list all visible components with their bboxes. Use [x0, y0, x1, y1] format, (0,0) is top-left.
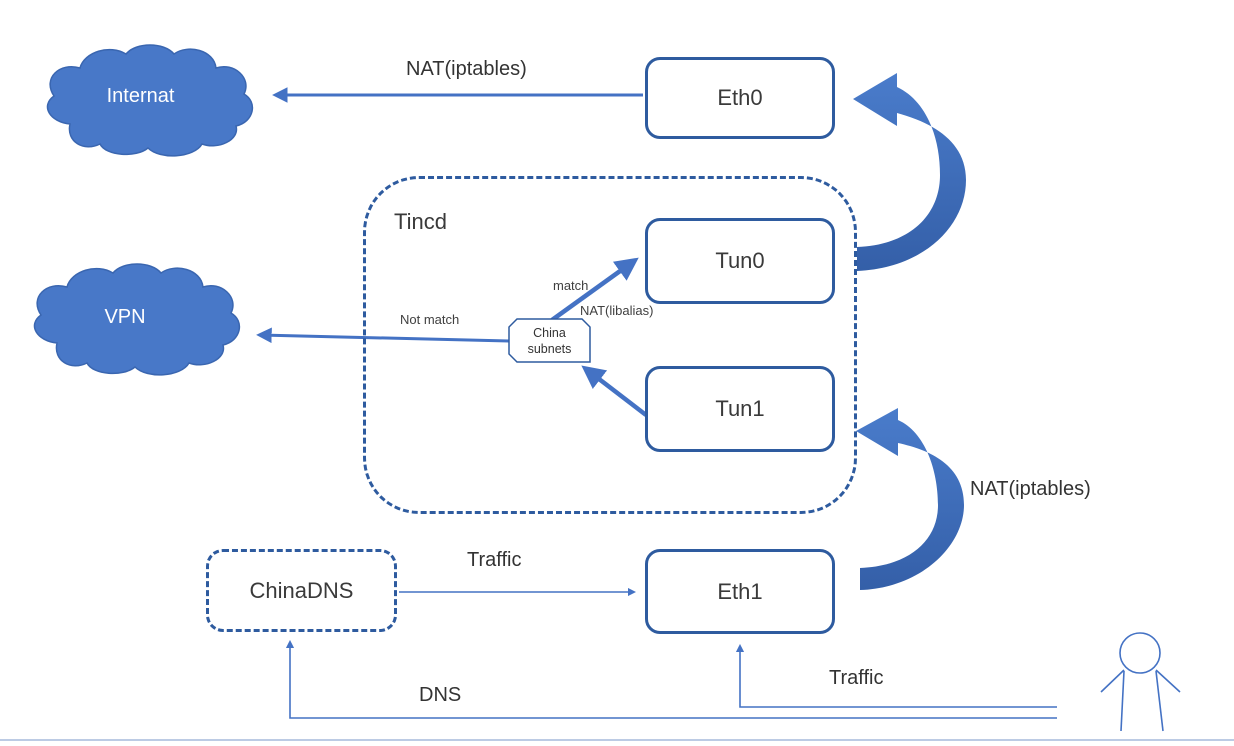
- edge-dns-to-chinadns: [285, 639, 1057, 719]
- node-eth0-label: Eth0: [717, 85, 763, 110]
- internet-cloud-label: Internat: [106, 85, 175, 107]
- node-eth0: Eth0: [645, 57, 835, 139]
- edge-chinasubnets-to-tun0: [550, 257, 639, 322]
- curved-arrow-eth1-to-tun1: [856, 408, 964, 590]
- vpn-cloud-label: VPN: [104, 306, 146, 328]
- label-nat-iptables-right: NAT(iptables): [970, 478, 1091, 500]
- node-eth1-label: Eth1: [717, 578, 763, 604]
- edge-tun1-to-chinasubnets: [581, 365, 648, 417]
- node-eth1: Eth1: [645, 549, 835, 634]
- label-match: match: [553, 278, 589, 293]
- label-nat-iptables-top: NAT(iptables): [406, 58, 527, 80]
- node-tun0-label: Tun0: [715, 248, 765, 273]
- internet-cloud: [46, 44, 254, 157]
- page-bottom-border: [0, 739, 1234, 741]
- china-subnets-label: China subnets: [527, 325, 572, 356]
- user-figure-icon: [1100, 632, 1181, 732]
- edge-chinasubnets-to-vpn: [256, 327, 510, 344]
- china-subnets-shape: [508, 318, 591, 363]
- label-nat-libalias: NAT(libalias): [580, 303, 654, 318]
- node-tun0: Tun0: [645, 218, 835, 304]
- node-chinadns-label: ChinaDNS: [249, 577, 354, 603]
- tincd-group-label: Tincd: [394, 209, 447, 234]
- vpn-cloud: [33, 263, 241, 376]
- label-traffic-bottom: Traffic: [829, 667, 884, 689]
- tincd-group: Tincd: [363, 176, 857, 514]
- label-not-match: Not match: [400, 312, 460, 327]
- node-tun1: Tun1: [645, 366, 835, 452]
- curved-arrow-tun0-to-eth0: [853, 73, 966, 271]
- label-traffic-mid: Traffic: [467, 549, 522, 571]
- label-dns: DNS: [419, 684, 462, 706]
- node-chinadns: ChinaDNS: [206, 549, 397, 632]
- node-tun1-label: Tun1: [715, 396, 765, 421]
- edge-traffic-to-eth1: [735, 643, 1057, 708]
